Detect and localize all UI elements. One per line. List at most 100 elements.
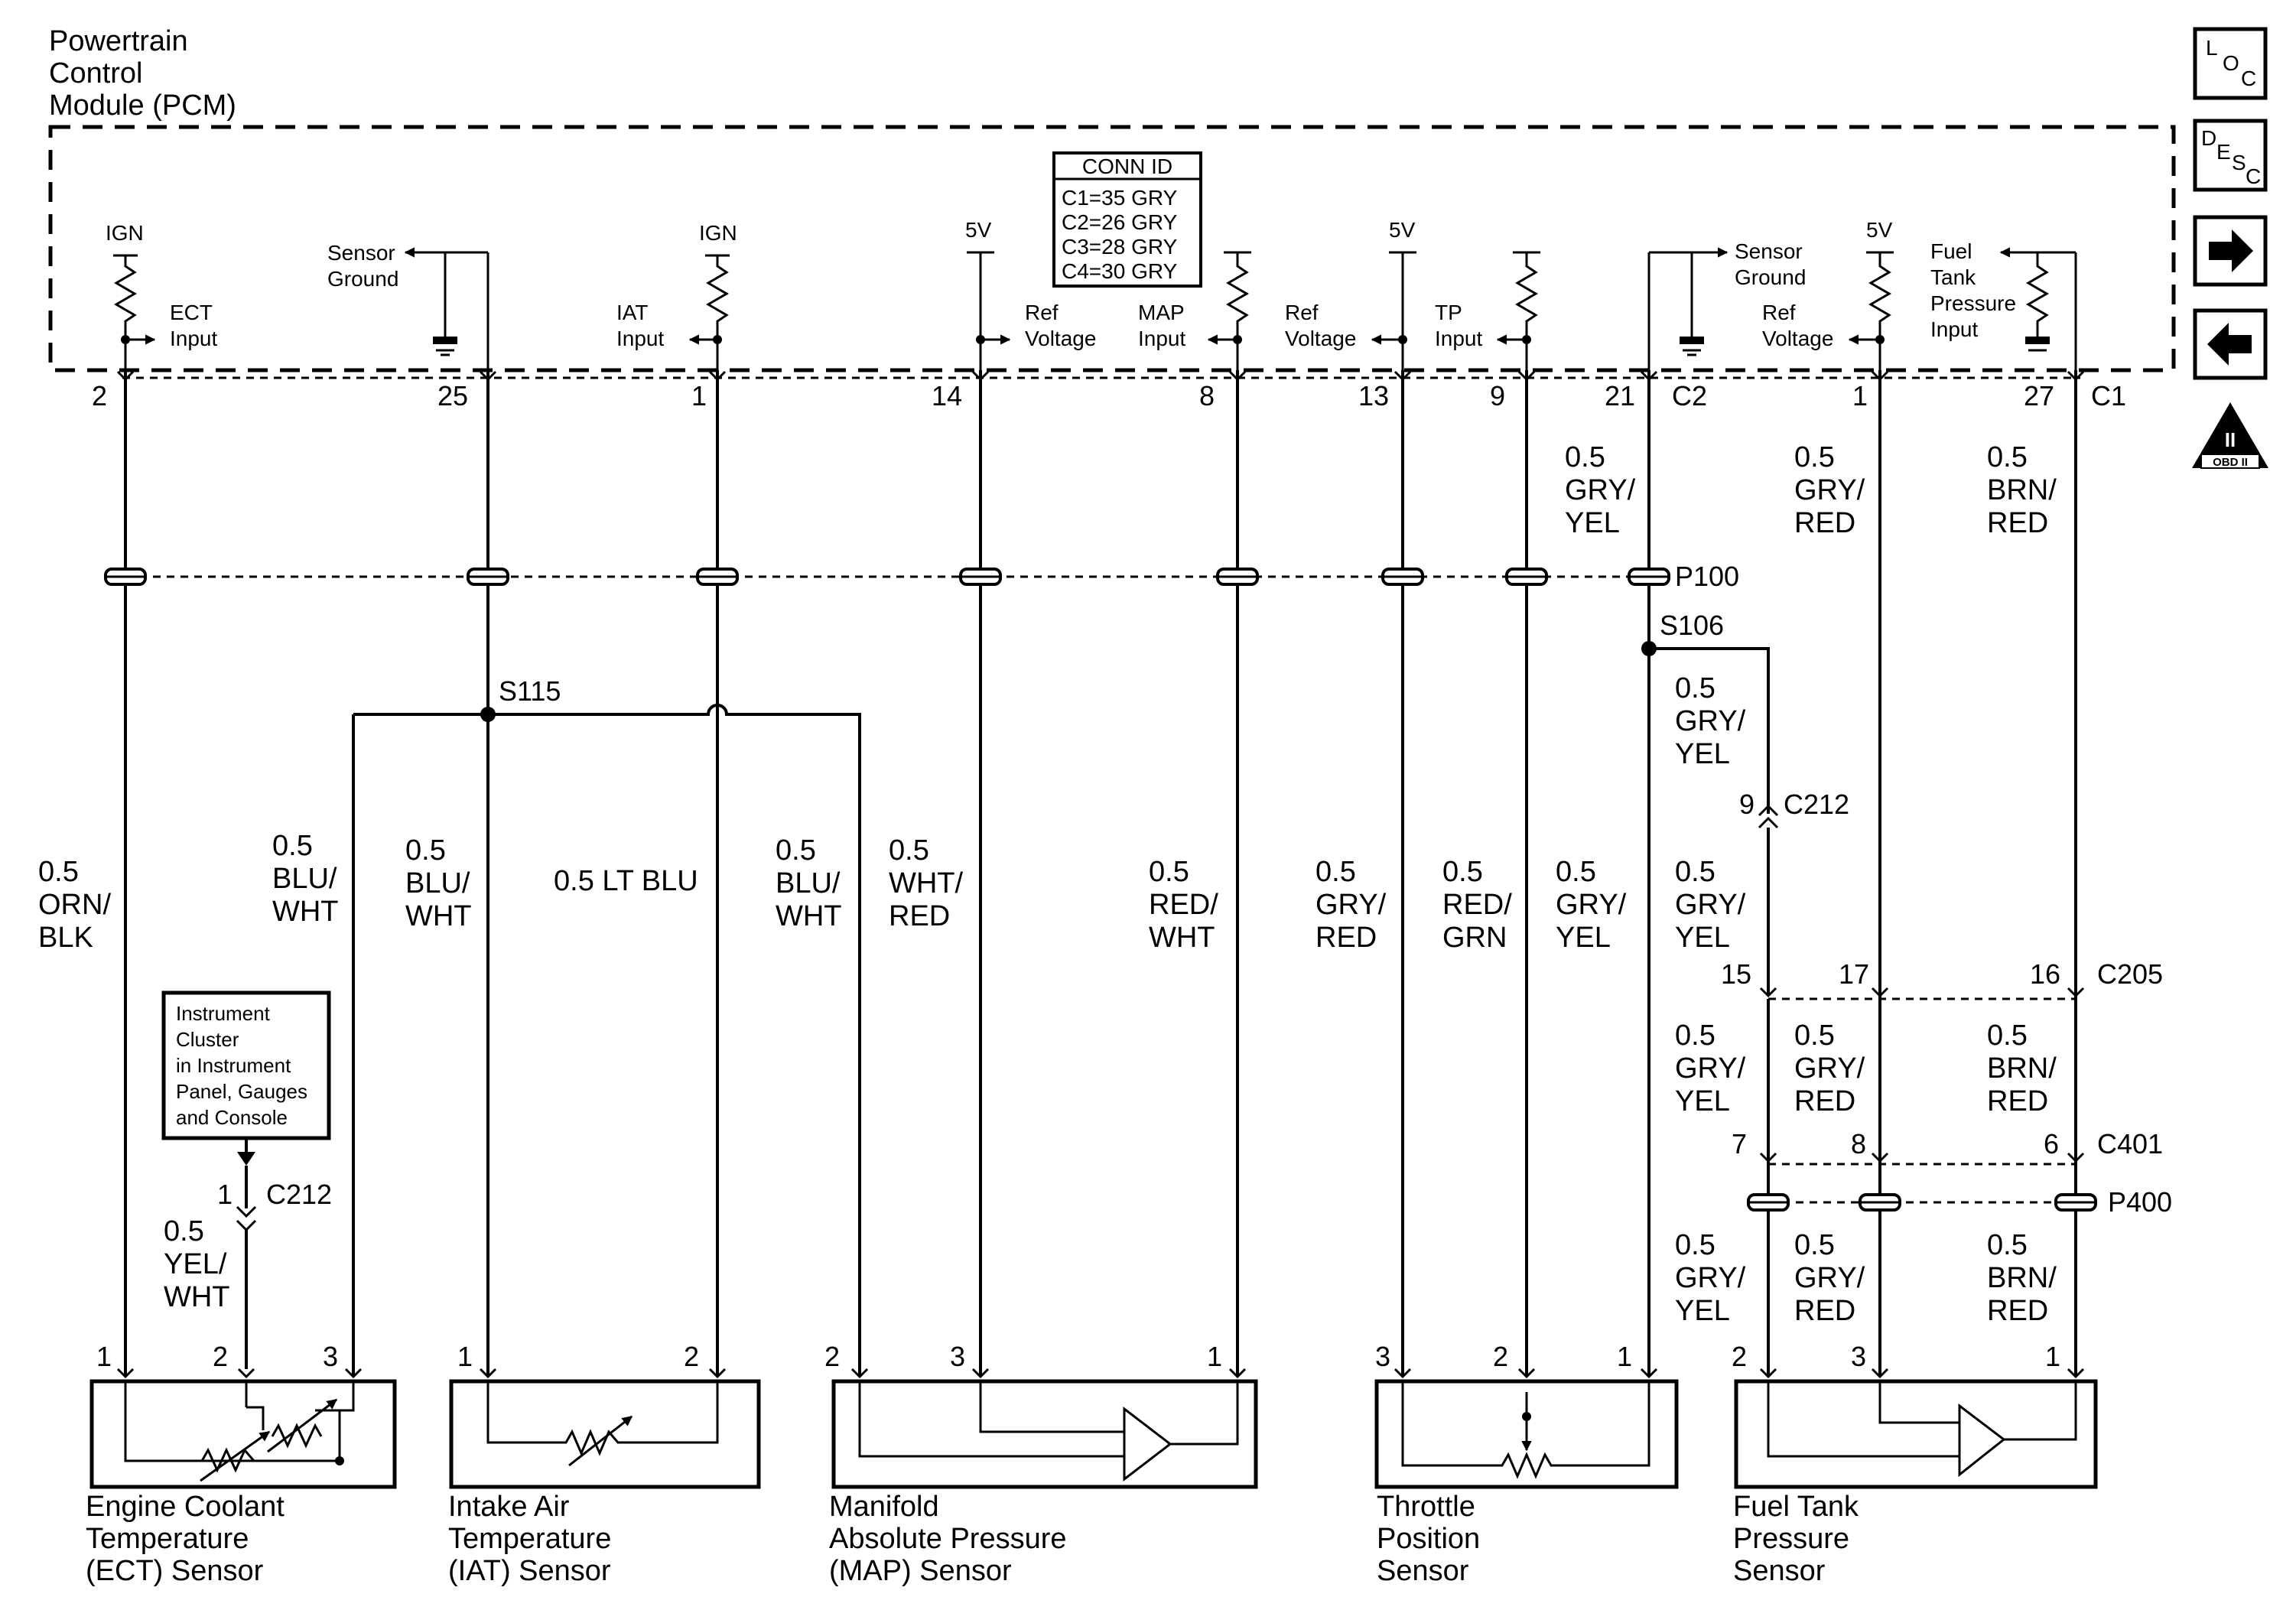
wire-color-label: RED/ bbox=[1442, 889, 1512, 921]
instrument-cluster-label: Cluster bbox=[176, 1028, 239, 1051]
ref-voltage-label: Voltage bbox=[1285, 327, 1356, 350]
pin-label: 16 bbox=[2030, 958, 2060, 990]
prev-button[interactable] bbox=[2193, 308, 2268, 380]
loc-letter: C bbox=[2241, 67, 2256, 90]
c205-label: C205 bbox=[2097, 958, 2163, 990]
wire-color-label: 0.5 bbox=[1987, 1229, 2028, 1261]
wire-color-label: GRN bbox=[1442, 922, 1507, 954]
pin-label: 21 bbox=[1605, 380, 1635, 411]
p400-label: P400 bbox=[2108, 1186, 2172, 1218]
ref-voltage-label: Ref bbox=[1285, 301, 1319, 324]
tp-sensor-name: Throttle bbox=[1377, 1491, 1475, 1523]
wire-color-label: GRY/ bbox=[1794, 1262, 1865, 1294]
pin-fork bbox=[1759, 1152, 1777, 1163]
sensor-ground-circuit bbox=[404, 247, 489, 370]
c212-label: C212 bbox=[1784, 789, 1849, 820]
pin-fork bbox=[1228, 370, 1247, 382]
wire-color-label: BLU/ bbox=[405, 867, 470, 899]
loc-button[interactable]: L O C bbox=[2193, 27, 2268, 100]
wire-color-label: 0.5 bbox=[1794, 441, 1835, 473]
instrument-cluster-box: Instrument Cluster in Instrument Panel, … bbox=[161, 990, 331, 1140]
wire-color-label: 0.5 bbox=[1675, 856, 1715, 888]
pin-label: 13 bbox=[1358, 380, 1389, 411]
ect-input-label: Input bbox=[170, 327, 217, 350]
wire-color-label: WHT bbox=[776, 900, 842, 932]
pin-label: 17 bbox=[1839, 958, 1869, 990]
tp-ref-voltage-circuit bbox=[1371, 251, 1416, 370]
wire-color-label: BRN/ bbox=[1987, 474, 2057, 506]
v5-label: 5V bbox=[1866, 218, 1893, 242]
pin-fork bbox=[2067, 987, 2085, 998]
pin-fork bbox=[479, 1368, 497, 1379]
p100-inline-connector bbox=[104, 568, 2097, 1212]
c401-label: C401 bbox=[2097, 1128, 2163, 1160]
pin-fork bbox=[116, 370, 135, 382]
ftp-input-label: Tank bbox=[1930, 265, 1976, 289]
pin-fork bbox=[971, 370, 990, 382]
instrument-cluster-label: Panel, Gauges bbox=[176, 1080, 307, 1103]
next-button[interactable] bbox=[2193, 215, 2268, 287]
desc-letter: S bbox=[2232, 151, 2246, 174]
pin-label: 15 bbox=[1721, 958, 1751, 990]
instrument-cluster-label: and Console bbox=[176, 1106, 288, 1129]
wire-color-label: ORN/ bbox=[38, 889, 111, 921]
pin-fork bbox=[1759, 1368, 1777, 1379]
wire-color-label: 0.5 bbox=[776, 834, 816, 867]
wire-color-label: 0.5 bbox=[1987, 1020, 2028, 1052]
pin-label: 8 bbox=[1199, 380, 1215, 411]
pin-label: 2 bbox=[824, 1341, 840, 1372]
ect-sensor-name: (ECT) Sensor bbox=[86, 1555, 264, 1587]
wire-color-label: RED bbox=[889, 900, 950, 932]
pin-fork bbox=[1394, 370, 1412, 382]
pcm-title: Powertrain Control Module (PCM) bbox=[49, 25, 236, 122]
conn-id-row: C3=28 GRY bbox=[1062, 235, 1178, 259]
arrow-right-icon bbox=[2209, 229, 2253, 272]
map-sensor-name: Manifold bbox=[829, 1491, 939, 1523]
pin-label: 1 bbox=[1207, 1341, 1222, 1372]
wire-color-label: 0.5 bbox=[889, 834, 929, 867]
connector-label: C2 bbox=[1672, 380, 1707, 411]
pin-label: 3 bbox=[323, 1341, 338, 1372]
wire-color-label: RED bbox=[1315, 922, 1377, 954]
pin-label: 3 bbox=[950, 1341, 965, 1372]
instrument-cluster-label: in Instrument bbox=[176, 1054, 291, 1077]
pin-label: 27 bbox=[2024, 380, 2054, 411]
wire-color-label: WHT bbox=[272, 896, 339, 928]
pin-label: 2 bbox=[92, 380, 107, 411]
connector-label: C1 bbox=[2091, 380, 2126, 411]
wire-color-label: YEL bbox=[1565, 507, 1620, 539]
wire-color-label: RED bbox=[1794, 1295, 1855, 1327]
sensor-ground-label: Sensor bbox=[327, 241, 395, 265]
wire-color-label: GRY/ bbox=[1794, 474, 1865, 506]
wire-color-label: WHT bbox=[164, 1281, 230, 1313]
tp-input-circuit bbox=[1496, 251, 1540, 370]
pin-label: 1 bbox=[1617, 1341, 1632, 1372]
wire-color-label: GRY/ bbox=[1315, 889, 1387, 921]
desc-button[interactable]: D E S C bbox=[2193, 119, 2268, 192]
pin-label: 2 bbox=[1493, 1341, 1508, 1372]
pin-label: 1 bbox=[1852, 380, 1868, 411]
sensor-pin-labels: 1 2 3 1 2 2 3 1 3 2 1 2 3 1 bbox=[96, 1341, 2060, 1372]
map-ref-voltage-circuit bbox=[967, 251, 1011, 370]
pin-label: 9 bbox=[1490, 380, 1505, 411]
pin-label: 3 bbox=[1851, 1341, 1866, 1372]
map-input-label: MAP bbox=[1138, 301, 1185, 324]
pin-label: 1 bbox=[2045, 1341, 2060, 1372]
pin-fork bbox=[1871, 370, 1889, 382]
wire-color-label: 0.5 bbox=[1675, 1229, 1715, 1261]
wire-color-label: 0.5 bbox=[1565, 441, 1605, 473]
pin-label: 9 bbox=[1739, 789, 1755, 820]
wire-color-label: WHT/ bbox=[889, 867, 964, 899]
wire-color-label: RED/ bbox=[1149, 889, 1218, 921]
ect-pull-up-resistor bbox=[113, 254, 156, 370]
wire-color-label: 0.5 bbox=[1675, 672, 1715, 704]
wire-color-label: GRY/ bbox=[1556, 889, 1627, 921]
ftp-sensor-name: Sensor bbox=[1733, 1555, 1826, 1587]
pin-fork bbox=[1517, 370, 1536, 382]
wire-color-label: BRN/ bbox=[1987, 1052, 2057, 1085]
sensor-names: Engine Coolant Temperature (ECT) Sensor … bbox=[86, 1491, 1859, 1587]
wire-color-label: WHT bbox=[1149, 922, 1215, 954]
wire-color-label: RED bbox=[1987, 1085, 2048, 1117]
pin-label: 3 bbox=[1375, 1341, 1390, 1372]
